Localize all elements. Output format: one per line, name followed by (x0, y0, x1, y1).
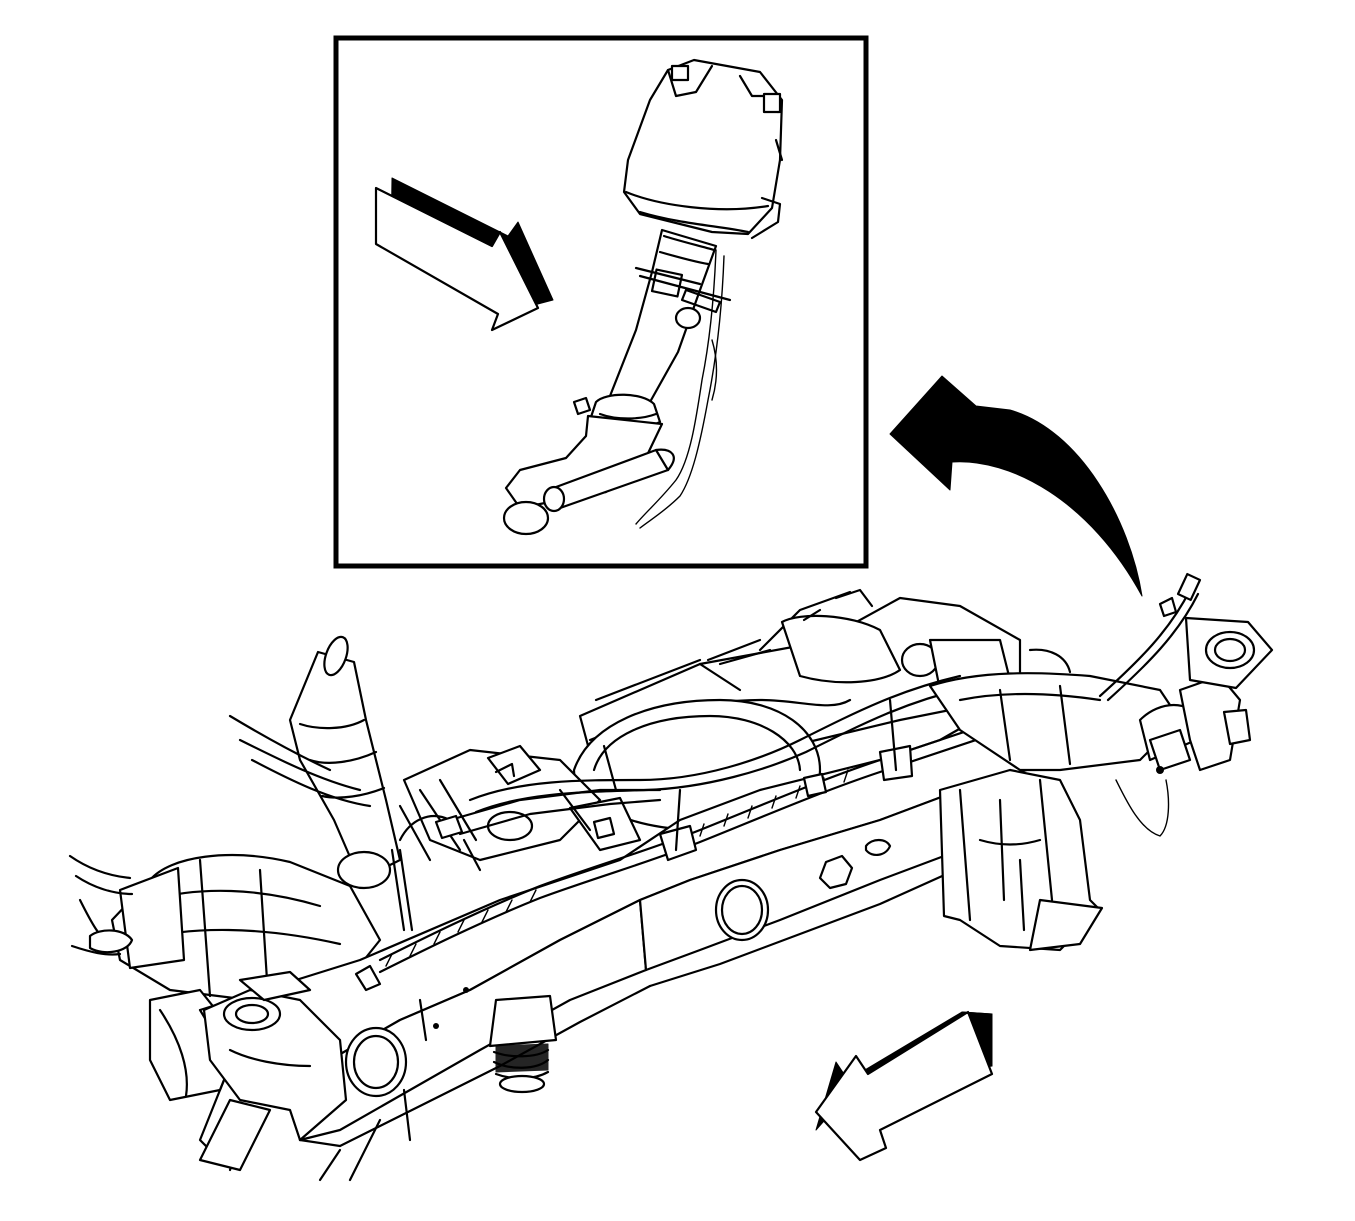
curved-callout-arrow-icon (889, 375, 1143, 597)
front-shock-mount (198, 970, 412, 1182)
inset-detail (333, 35, 869, 569)
frame-hole-front (344, 1026, 408, 1098)
fuel-filler-neck-drawing (502, 58, 784, 536)
view-direction-arrow-main-icon (814, 1010, 994, 1162)
rear-hanger-bracket (938, 768, 1104, 952)
fuel-brake-lines (354, 674, 1062, 992)
view-direction-arrow-inset-icon (374, 177, 554, 332)
coil-spring (488, 994, 558, 1094)
chassis-frame-drawing (68, 572, 1274, 1182)
frame-hole (714, 878, 770, 942)
exhaust-pipe (288, 635, 402, 890)
fuel-filler-hose (928, 572, 1274, 837)
frame-rail (198, 688, 1112, 1148)
line-clips (434, 772, 828, 872)
